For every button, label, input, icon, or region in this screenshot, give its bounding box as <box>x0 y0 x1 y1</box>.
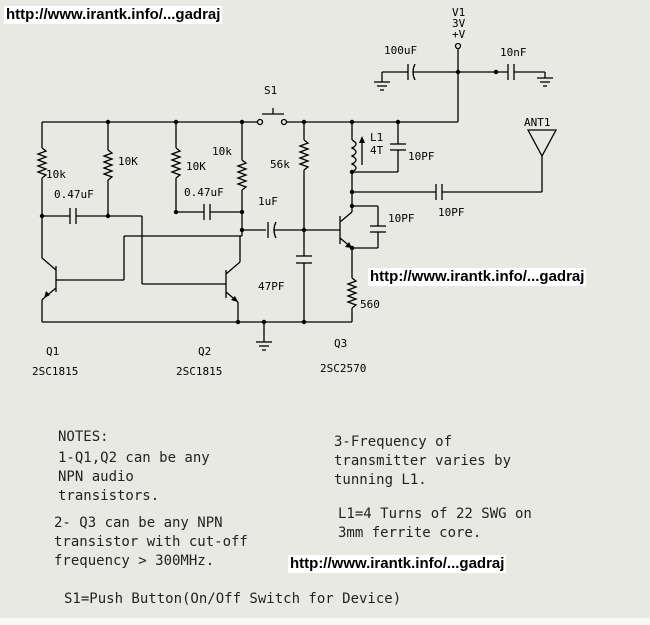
label-q1: Q1 <box>46 345 59 358</box>
watermark-url-lower[interactable]: http://www.irantk.info/...gadraj <box>288 555 507 573</box>
note-5: S1=Push Button(On/Off Switch for Device) <box>64 591 402 607</box>
label-l1: L1 <box>370 131 383 144</box>
notes-heading: NOTES: <box>58 429 109 445</box>
label-c-1uF: 1uF <box>258 195 278 208</box>
label-r-560: 560 <box>360 298 380 311</box>
label-c-47pf: 47PF <box>258 280 285 293</box>
note-2: 2- Q3 can be any NPN transistor with cut… <box>54 515 248 569</box>
label-q2: Q2 <box>198 345 211 358</box>
note-4: L1=4 Turns of 22 SWG on 3mm ferrite core… <box>338 506 532 541</box>
label-q2-part: 2SC1815 <box>176 365 222 378</box>
q1-stage <box>36 122 242 322</box>
label-r-10k-d: 10k <box>212 145 232 158</box>
label-ant1: ANT1 <box>524 116 551 129</box>
label-r-10K-c: 10K <box>186 160 206 173</box>
label-q3: Q3 <box>334 337 347 350</box>
q2-stage <box>108 122 248 322</box>
label-c-10nF: 10nF <box>500 46 527 59</box>
label-c-10pf-out: 10PF <box>438 206 465 219</box>
ground-bus <box>42 319 352 351</box>
label-s1: S1 <box>264 84 277 97</box>
q3-rf-stage <box>242 122 558 322</box>
note-3: 3-Frequency of transmitter varies by tun… <box>334 434 512 488</box>
label-r-10k-a: 10k <box>46 168 66 181</box>
label-r-10K-b: 10K <box>118 155 138 168</box>
label-c-047-b: 0.47uF <box>184 186 224 199</box>
label-c-100uF: 100uF <box>384 44 417 57</box>
watermark-url-middle[interactable]: http://www.irantk.info/...gadraj <box>368 268 587 286</box>
label-q3-part: 2SC2570 <box>320 362 366 375</box>
watermark-url-top[interactable]: http://www.irantk.info/...gadraj <box>4 6 223 24</box>
label-v1-voltage: 3V <box>452 17 466 30</box>
label-c-10pf-fb: 10PF <box>388 212 415 225</box>
label-v1: V1 <box>452 6 465 19</box>
label-l1-turns: 4T <box>370 144 384 157</box>
bottom-strip <box>0 618 650 625</box>
label-q1-part: 2SC1815 <box>32 365 78 378</box>
label-c-047-a: 0.47uF <box>54 188 94 201</box>
label-c-10pf-tank: 10PF <box>408 150 435 163</box>
label-r-56k: 56k <box>270 158 290 171</box>
label-v1-plus: +V <box>452 28 466 41</box>
power-supply-section <box>374 42 553 122</box>
note-1: 1-Q1,Q2 can be any NPN audio transistors… <box>58 450 210 504</box>
top-bus-and-switch <box>42 108 458 126</box>
